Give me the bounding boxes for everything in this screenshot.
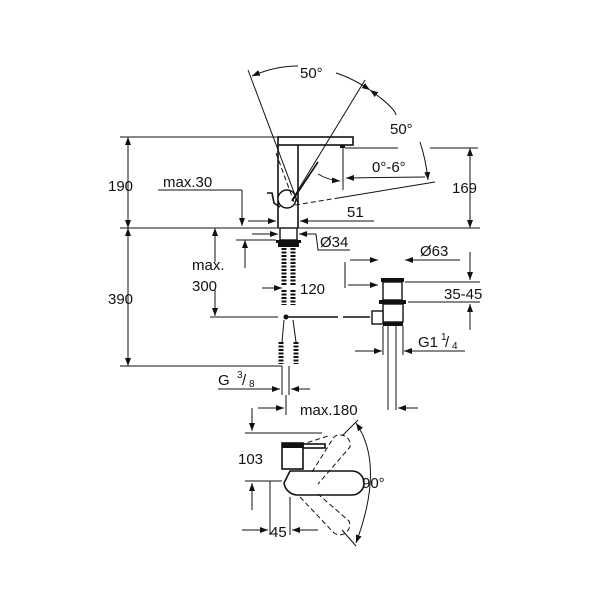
front-view: 190 390 169 50° 50° 0°-6° bbox=[108, 65, 482, 410]
aerator bbox=[340, 145, 345, 148]
mounting-shank bbox=[279, 227, 298, 241]
label-103: 103 bbox=[238, 451, 263, 468]
svg-text:3: 3 bbox=[237, 370, 243, 381]
label-45: 45 bbox=[270, 524, 287, 541]
lever-handle bbox=[291, 161, 319, 202]
label-169: 169 bbox=[452, 180, 477, 197]
label-390: 390 bbox=[108, 291, 133, 308]
label-90: 90° bbox=[362, 475, 385, 492]
label-g-3-8: G 3 / 8 bbox=[218, 370, 255, 390]
label-diameter-34: Ø34 bbox=[320, 234, 348, 251]
svg-text:1: 1 bbox=[441, 332, 447, 343]
svg-text:G1: G1 bbox=[418, 334, 438, 351]
svg-text:4: 4 bbox=[452, 341, 458, 352]
label-35-45: 35-45 bbox=[444, 286, 482, 303]
label-190: 190 bbox=[108, 178, 133, 195]
label-51: 51 bbox=[347, 204, 364, 221]
label-spout-tilt: 0°-6° bbox=[372, 159, 406, 176]
svg-text:G: G bbox=[218, 372, 230, 389]
label-diameter-63: Ø63 bbox=[420, 243, 448, 260]
svg-text:/: / bbox=[242, 372, 247, 389]
label-max-30: max.30 bbox=[163, 174, 212, 191]
label-angle-top: 50° bbox=[300, 65, 323, 82]
label-g1-1-4: G1 1 / 4 bbox=[418, 332, 458, 352]
spout-top bbox=[283, 470, 365, 496]
rotation-arc bbox=[355, 422, 371, 544]
label-120: 120 bbox=[300, 281, 325, 298]
lever-top bbox=[302, 443, 326, 449]
label-max-180: max.180 bbox=[300, 402, 358, 419]
svg-text:8: 8 bbox=[249, 379, 255, 390]
spout bbox=[277, 136, 354, 146]
handle-cap bbox=[267, 192, 281, 208]
waste-fitting bbox=[371, 278, 406, 410]
svg-text:/: / bbox=[445, 334, 450, 351]
label-angle-side: 50° bbox=[390, 121, 413, 138]
label-300: 300 bbox=[192, 278, 217, 295]
top-view: max.180 103 90° 45 bbox=[238, 395, 418, 547]
label-max: max. bbox=[192, 257, 225, 274]
